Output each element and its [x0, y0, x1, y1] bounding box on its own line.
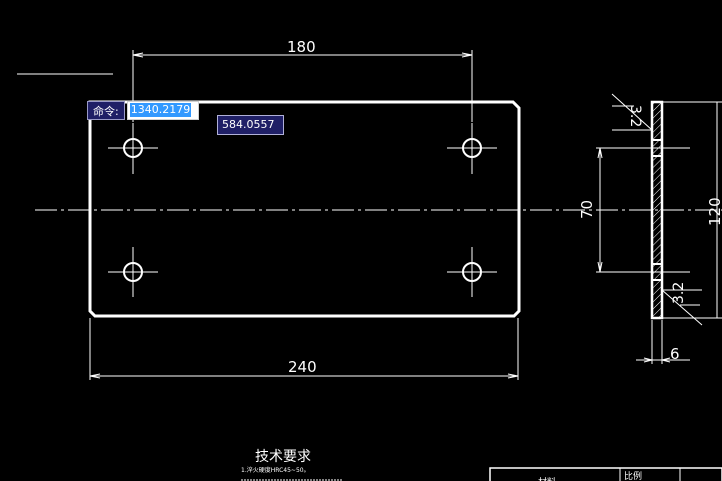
roughness-symbol-bottom[interactable]: 3.2: [661, 282, 703, 326]
command-prompt[interactable]: 命令: 1340.2179: [87, 101, 199, 120]
coordinate-y-input[interactable]: 584.0557: [217, 115, 284, 135]
coordinate-x-input[interactable]: 1340.2179: [126, 101, 199, 120]
dimension-120-text: 120: [706, 197, 722, 226]
dimension-70-text: 70: [578, 200, 596, 219]
dimension-70[interactable]: 70: [578, 147, 652, 273]
title-block[interactable]: 比例 材料: [489, 467, 722, 481]
roughness-value-top: 3.2: [627, 105, 643, 127]
plate-outline[interactable]: [88, 100, 521, 318]
tech-req-line-1: 1.淬火硬度HRC45~50。: [241, 466, 310, 474]
command-label: 命令:: [87, 101, 125, 120]
front-view[interactable]: 180 240: [35, 38, 722, 380]
dimension-240-text: 240: [288, 358, 317, 376]
hole-top-right[interactable]: [447, 123, 497, 174]
title-block-scale: 比例: [624, 470, 642, 481]
hole-bottom-right[interactable]: [447, 247, 497, 297]
roughness-value-bottom: 3.2: [671, 282, 687, 304]
hole-top-left[interactable]: [108, 123, 158, 174]
dimension-180-text: 180: [287, 38, 316, 56]
side-section-hatch: [653, 103, 662, 318]
dimension-6[interactable]: 6: [636, 320, 690, 364]
title-block-material: 材料: [538, 476, 556, 481]
hole-bottom-left[interactable]: [108, 247, 158, 297]
side-section-outline[interactable]: [650, 100, 664, 320]
technical-requirements[interactable]: 技术要求 1.淬火硬度HRC45~50。: [241, 449, 342, 481]
dimension-180[interactable]: 180: [132, 38, 473, 122]
side-view[interactable]: 70 120 6 3.2 3.2: [578, 93, 722, 364]
dimension-240[interactable]: 240: [89, 318, 519, 380]
tech-req-title: 技术要求: [255, 449, 311, 465]
dimension-120[interactable]: 120: [662, 101, 722, 319]
roughness-symbol-top[interactable]: 3.2: [611, 93, 653, 131]
dimension-6-text: 6: [670, 345, 680, 363]
coordinate-x-value: 1340.2179: [129, 103, 192, 117]
